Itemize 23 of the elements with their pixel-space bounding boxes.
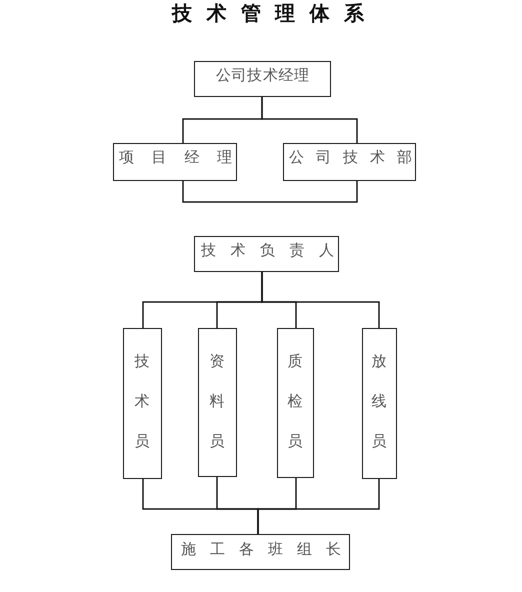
org-chart-box bbox=[194, 61, 331, 97]
box-label: 公司技术经理 bbox=[216, 67, 309, 83]
box-label: 公司技术部 bbox=[289, 149, 412, 165]
org-chart-box bbox=[194, 236, 339, 272]
connector-line bbox=[261, 272, 380, 328]
org-chart-box bbox=[283, 143, 416, 181]
org-chart-box bbox=[123, 328, 162, 479]
box-label: 质检员 bbox=[288, 351, 302, 452]
connector-line bbox=[261, 97, 358, 143]
org-chart-box bbox=[277, 328, 314, 478]
box-label: 施工各班组长 bbox=[181, 541, 341, 557]
box-label: 技术员 bbox=[134, 351, 150, 452]
org-chart-box bbox=[171, 534, 350, 570]
connector-line bbox=[182, 181, 358, 203]
box-label: 项目经理 bbox=[119, 149, 232, 165]
box-label: 技术负责人 bbox=[201, 242, 334, 258]
connector-line bbox=[257, 479, 380, 534]
org-chart-box bbox=[362, 328, 397, 479]
org-chart-box bbox=[198, 328, 237, 477]
diagram-title: 技术管理体系 bbox=[172, 1, 364, 25]
org-chart-box bbox=[113, 143, 237, 181]
box-label: 资料员 bbox=[210, 351, 224, 452]
box-label: 放线员 bbox=[372, 351, 386, 452]
